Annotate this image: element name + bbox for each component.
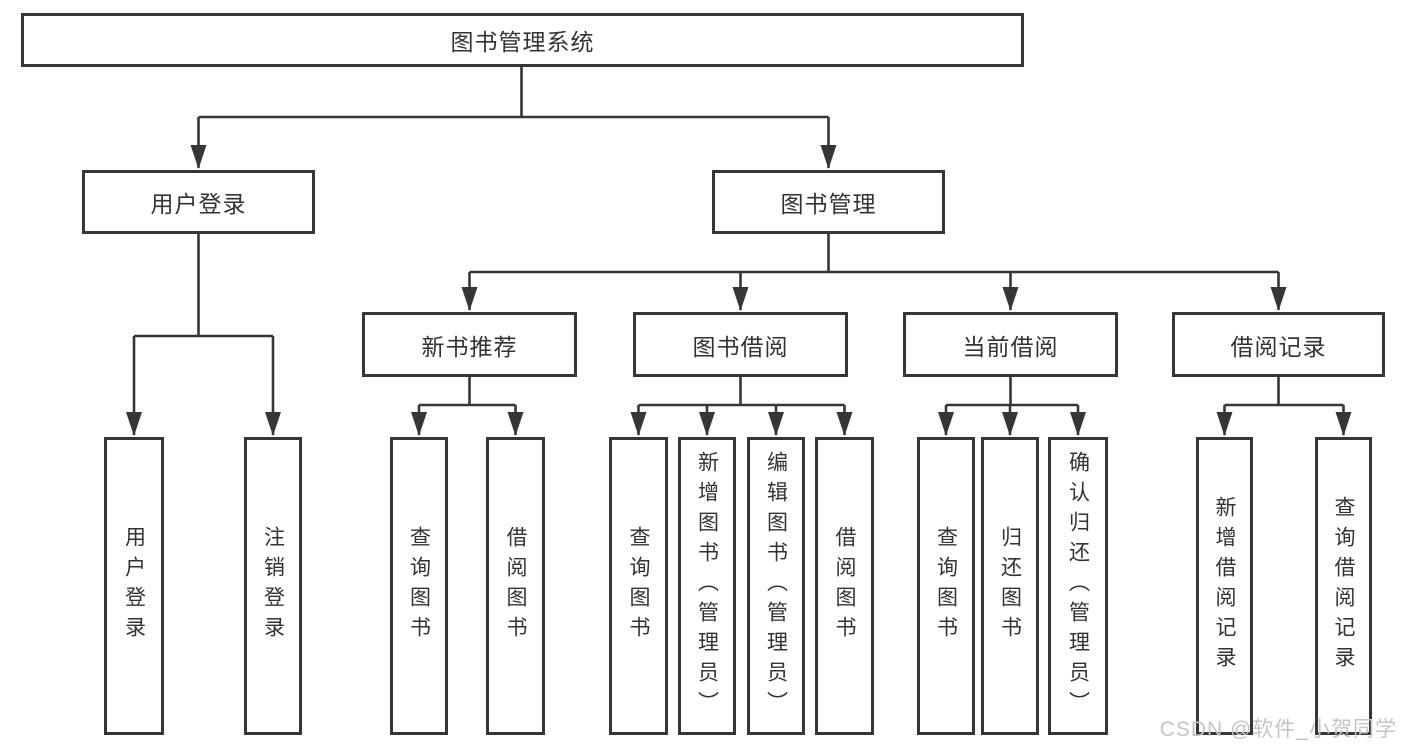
node-new-book-rec: 新书推荐 xyxy=(362,312,577,377)
leaf-user-login-label: 用户登录 xyxy=(122,526,146,646)
connector-current-borrow xyxy=(938,377,1086,436)
connector-borrow-record xyxy=(1216,377,1352,436)
node-root-label: 图书管理系统 xyxy=(450,29,595,55)
leaf-return-book: 归还图书 xyxy=(981,437,1039,735)
connector-root xyxy=(190,67,837,169)
leaf-query-book-borrow-label: 查询图书 xyxy=(627,526,650,646)
node-user-login-label: 用户登录 xyxy=(150,191,247,217)
leaf-edit-book-admin: 编辑图书（管理员） xyxy=(747,437,805,735)
leaf-query-borrow-record: 查询借阅记录 xyxy=(1315,437,1372,735)
leaf-confirm-return-admin-label: 确认归还（管理员） xyxy=(1066,451,1090,721)
leaf-query-book-borrow: 查询图书 xyxy=(609,437,668,735)
node-borrow-record-label: 借阅记录 xyxy=(1230,333,1327,360)
leaf-query-book-current: 查询图书 xyxy=(917,437,975,735)
leaf-add-borrow-record-label: 新增借阅记录 xyxy=(1213,496,1236,676)
node-new-book-rec-label: 新书推荐 xyxy=(421,333,518,360)
node-book-mgmt: 图书管理 xyxy=(712,170,945,234)
leaf-confirm-return-admin: 确认归还（管理员） xyxy=(1048,437,1108,735)
leaf-query-book-rec-label: 查询图书 xyxy=(407,526,431,646)
watermark: CSDN @软件_小贺同学 xyxy=(1159,718,1397,741)
connector-book-mgmt xyxy=(461,234,1287,311)
leaf-query-book-current-label: 查询图书 xyxy=(934,526,958,646)
leaf-edit-book-admin-label: 编辑图书（管理员） xyxy=(764,451,788,721)
node-current-borrow: 当前借阅 xyxy=(903,312,1118,377)
leaf-add-book-admin-label: 新增图书（管理员） xyxy=(695,451,719,721)
leaf-borrow-book-borrow-label: 借阅图书 xyxy=(833,526,856,646)
node-book-mgmt-label: 图书管理 xyxy=(780,191,877,217)
leaf-return-book-label: 归还图书 xyxy=(998,526,1022,646)
node-user-login: 用户登录 xyxy=(82,170,315,234)
node-root: 图书管理系统 xyxy=(21,13,1024,67)
node-borrow-record: 借阅记录 xyxy=(1172,312,1385,377)
leaf-logout-login-label: 注销登录 xyxy=(261,526,285,646)
leaf-add-book-admin: 新增图书（管理员） xyxy=(678,437,736,735)
leaf-borrow-book-rec: 借阅图书 xyxy=(486,437,545,735)
leaf-query-borrow-record-label: 查询借阅记录 xyxy=(1332,496,1355,676)
leaf-query-book-rec: 查询图书 xyxy=(390,437,448,735)
connector-book-borrow xyxy=(630,377,853,436)
leaf-user-login: 用户登录 xyxy=(104,437,164,735)
leaf-add-borrow-record: 新增借阅记录 xyxy=(1196,437,1253,735)
connector-user-login xyxy=(126,234,281,436)
leaf-logout-login: 注销登录 xyxy=(244,437,302,735)
leaf-borrow-book-borrow: 借阅图书 xyxy=(815,437,874,735)
node-current-borrow-label: 当前借阅 xyxy=(962,333,1059,360)
node-book-borrow-label: 图书借阅 xyxy=(692,333,789,360)
leaf-borrow-book-rec-label: 借阅图书 xyxy=(504,526,527,646)
node-book-borrow: 图书借阅 xyxy=(633,312,848,377)
connector-new-book-rec xyxy=(411,377,524,436)
